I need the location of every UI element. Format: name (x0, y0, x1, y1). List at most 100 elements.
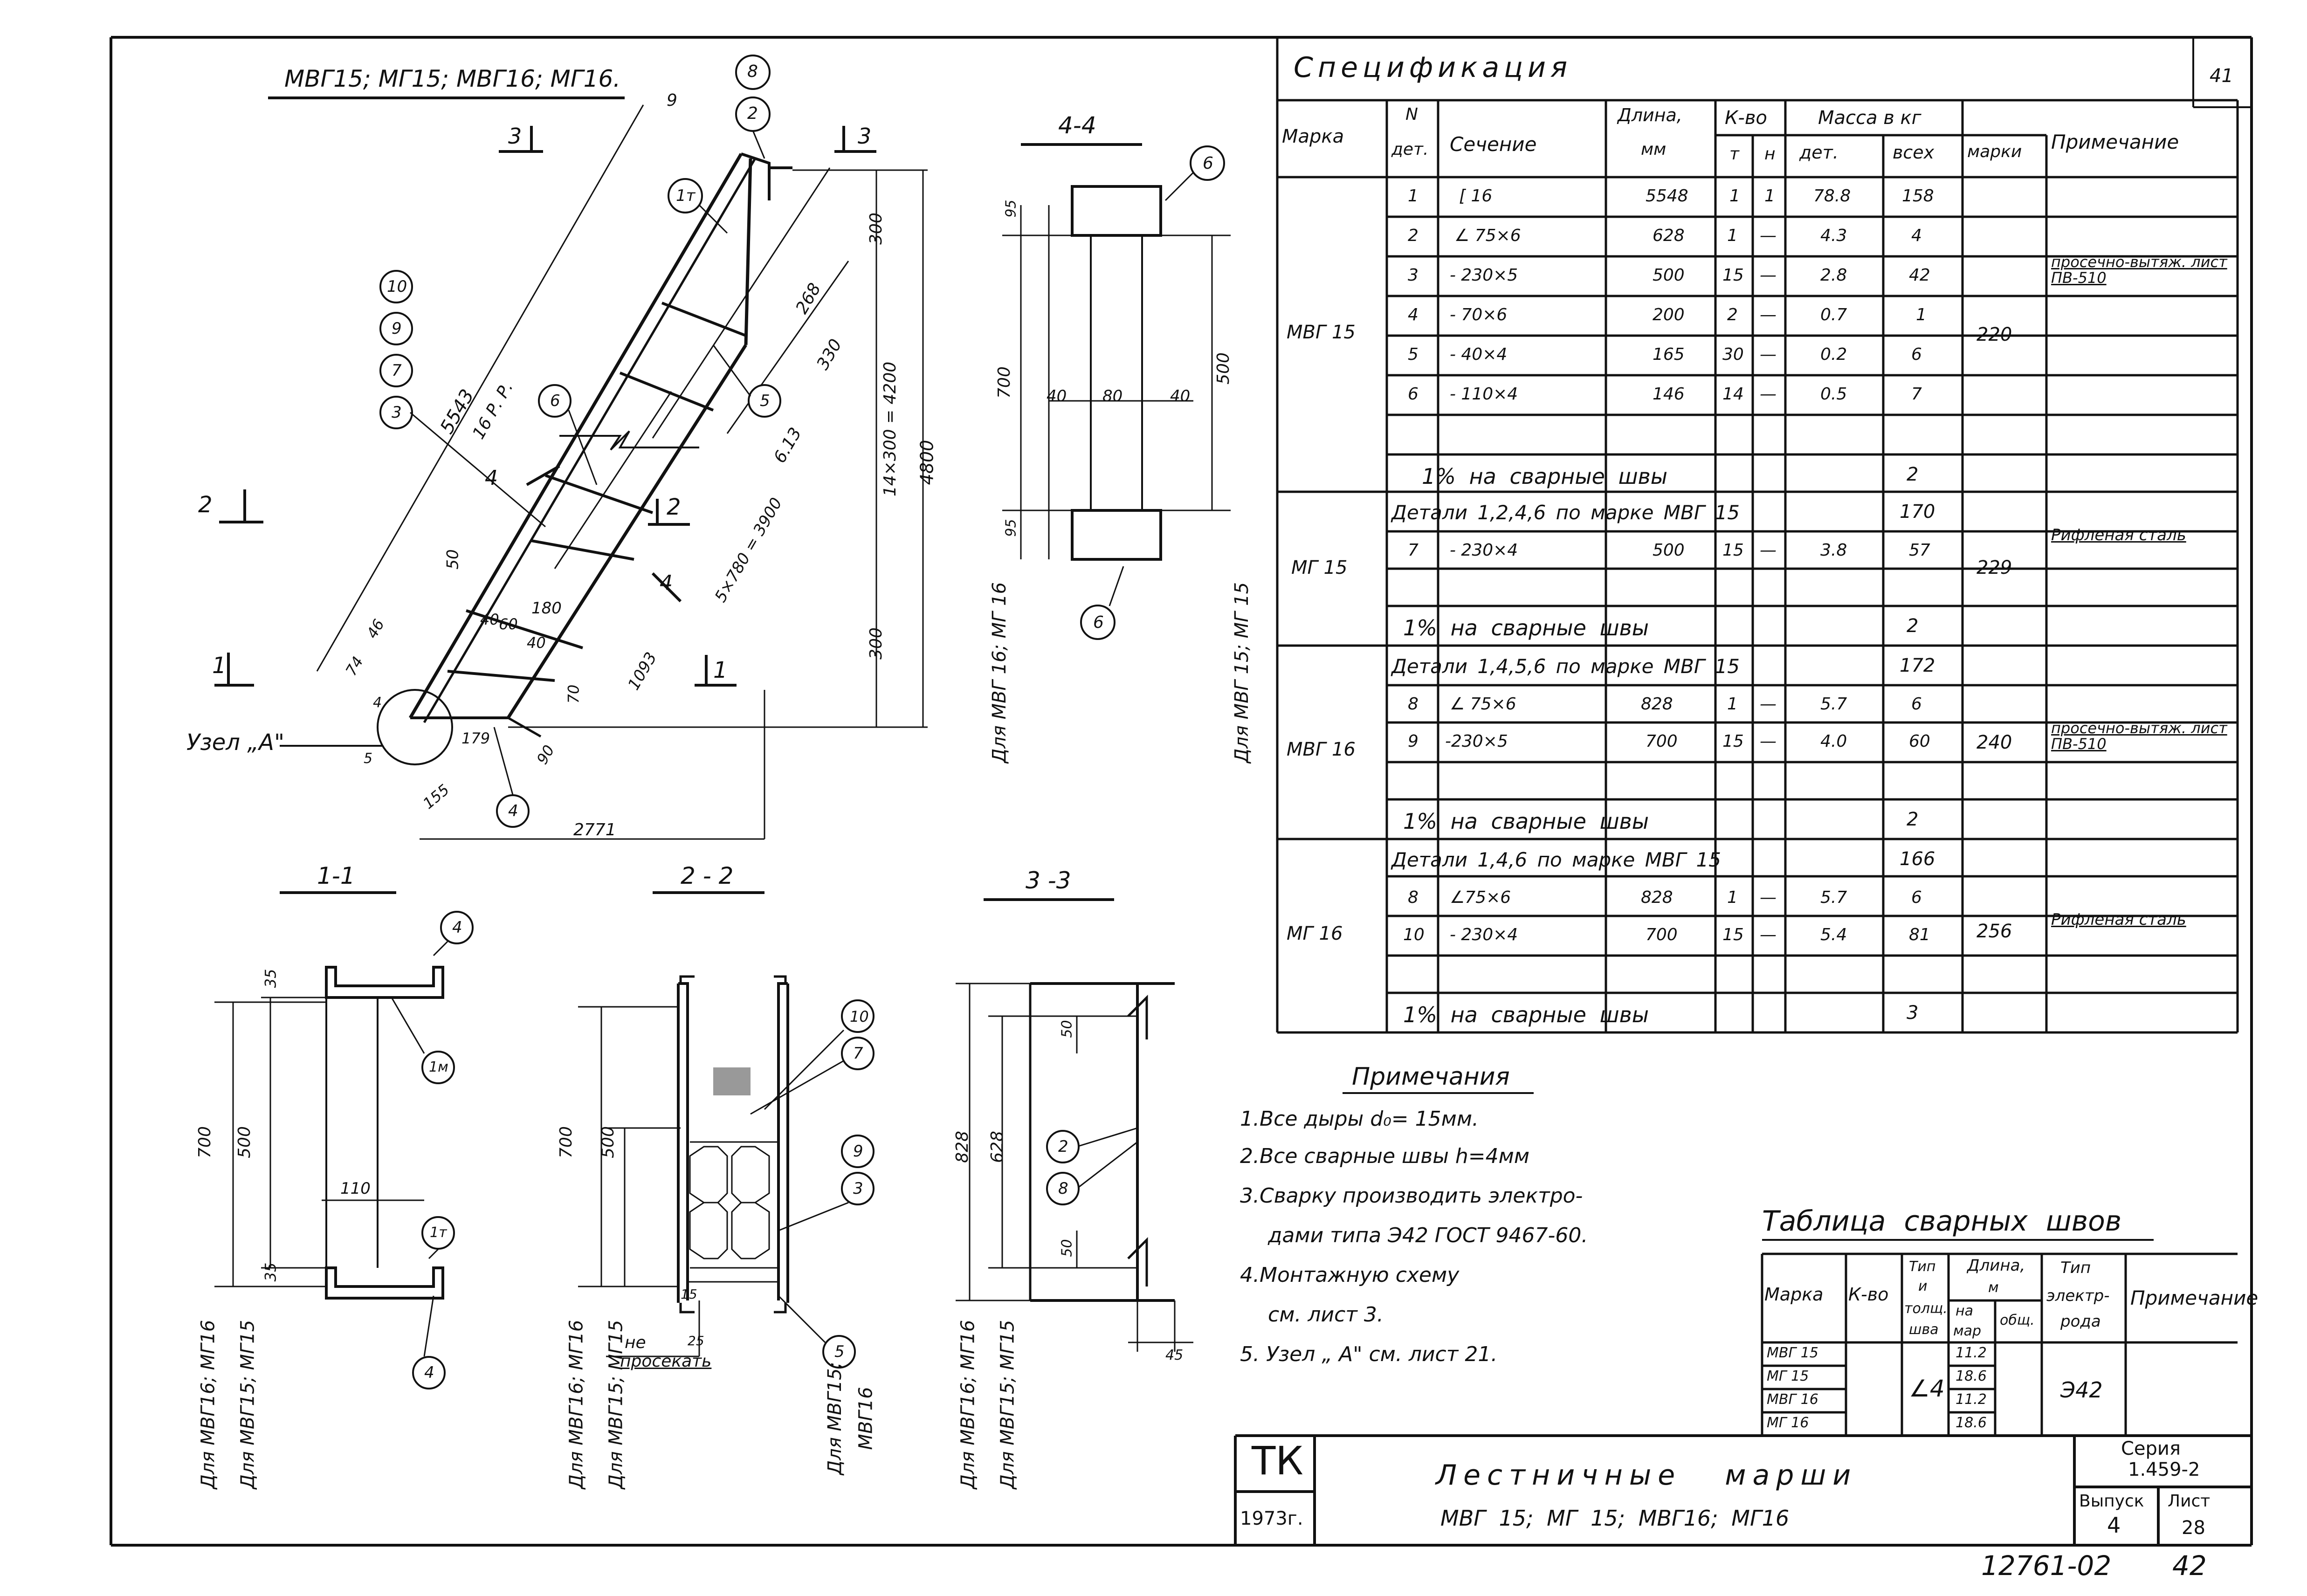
dim-179: 179 (461, 729, 490, 747)
spec-row-4-h: — (1760, 305, 1777, 324)
dim-22-25: 25 (688, 1333, 704, 1348)
dim-44-40-a: 40 (1047, 387, 1067, 406)
callout-4-11-top: 4 (452, 918, 462, 937)
note-22-ne: не (625, 1333, 646, 1352)
side-label-22-a: Для МВГ16; МГ16 (565, 1320, 587, 1489)
dim-44-80: 80 (1102, 387, 1123, 406)
weld-type-symbol: ∠4 (1909, 1375, 1945, 1402)
note-22-prosekat: просекать (620, 1352, 712, 1371)
spec-row-6-h: — (1760, 385, 1777, 404)
spec-weld-mg15-value: 2 (1907, 615, 1919, 637)
side-label-22-c: Для МВГ15; (824, 1362, 846, 1475)
spec-row-7-section: - 230×4 (1450, 541, 1518, 560)
spec-header-n: N (1405, 105, 1418, 124)
callout-2-top: 2 (747, 104, 758, 123)
weld-header-qty: К-во (1848, 1284, 1889, 1305)
dim-44-95-top: 95 (1003, 200, 1019, 218)
weld-row-marka-3: МВГ 16 (1767, 1391, 1818, 1408)
spec-row-8-all: 6 (1911, 695, 1922, 714)
side-label-33-a: Для МВГ16; МГ16 (957, 1320, 979, 1489)
dim-300-top: 300 (866, 213, 886, 245)
top-bracket (741, 152, 792, 200)
dim-33-628: 628 (987, 1131, 1007, 1163)
callout-4-main: 4 (508, 802, 518, 820)
callout-10-22: 10 (850, 1008, 869, 1025)
spec-row-2-all: 4 (1911, 226, 1922, 245)
node-a-circle (377, 689, 453, 765)
spec-row-6-section: - 110×4 (1450, 385, 1518, 404)
spec-row-8-det: 5.7 (1820, 695, 1847, 714)
weld-header-length-per-1: на (1956, 1303, 1973, 1319)
spec-details-mg16-value: 166 (1900, 848, 1935, 870)
note-4: 4.Монтажную схему (1240, 1263, 1460, 1287)
spec-row-5-length: 165 (1653, 345, 1685, 364)
callout-circles-main (379, 55, 781, 828)
spec-row-8-t: 1 (1727, 695, 1738, 714)
spec-marka-mg15: МГ 15 (1291, 557, 1348, 578)
spec-weld-mvg15: 1% на сварные швы (1422, 464, 1668, 489)
spec-row-7-note: Рифленая сталь (2051, 526, 2186, 544)
section-title-1-1: 1-1 (317, 862, 355, 889)
dim-4800: 4800 (916, 440, 937, 485)
spec-row-3-section: - 230×5 (1450, 266, 1518, 285)
dim-70: 70 (565, 684, 583, 704)
spec-row-2-length: 628 (1653, 226, 1685, 245)
section-mark-2-right: 2 (667, 494, 681, 520)
spec-row-5-t: 30 (1722, 345, 1744, 364)
spec-row-1-h: 1 (1764, 186, 1775, 206)
title-block-sheet-label: Лист (2168, 1492, 2211, 1511)
spec-details-mvg16-value: 172 (1900, 655, 1935, 676)
section-mark-4-lower: 4 (660, 571, 673, 595)
spec-row-6-det: 0.5 (1820, 385, 1847, 404)
title-block-year: 1973г. (1240, 1508, 1303, 1529)
weld-header-type-4: шва (1909, 1321, 1939, 1338)
spec-row-9-all: 60 (1909, 732, 1930, 751)
spec-row-10-all: 81 (1909, 925, 1930, 944)
dim-22-700: 700 (556, 1126, 576, 1158)
spec-mass-mg15: 229 (1976, 557, 2012, 578)
spec-weld-mg15: 1% на сварные швы (1403, 615, 1649, 640)
callout-6-44-bottom: 6 (1093, 613, 1104, 632)
main-view-title: МВГ15; МГ15; МВГ16; МГ16. (284, 65, 621, 92)
spec-row-8b-n: 8 (1408, 888, 1419, 907)
title-block-issue-value: 4 (2107, 1513, 2121, 1538)
spec-row-2-n: 2 (1408, 226, 1419, 245)
spec-row-5-n: 5 (1408, 345, 1419, 364)
weld-header-type-1: Тип (1909, 1259, 1936, 1275)
callout-4-11-bottom: 4 (424, 1363, 434, 1382)
right-dimensions (420, 167, 928, 840)
weld-header-length: Длина, (1967, 1256, 2025, 1275)
spec-mass-mvg16: 240 (1976, 732, 2012, 753)
weld-electrode-value: Э42 (2060, 1377, 2103, 1403)
spec-row-9-t: 15 (1722, 732, 1744, 751)
side-label-44-right: Для МВГ 15; МГ 15 (1231, 582, 1253, 764)
dim-40-b: 40 (527, 634, 546, 652)
dim-60: 60 (499, 615, 518, 633)
spec-row-7-t: 15 (1722, 541, 1744, 560)
spec-mass-mvg15: 220 (1976, 324, 2012, 345)
spec-row-5-section: - 40×4 (1450, 345, 1508, 364)
spec-row-10-det: 5.4 (1820, 925, 1847, 944)
dim-180: 180 (531, 599, 562, 618)
dim-5: 5 (364, 750, 373, 767)
weld-row-marka-2: МГ 15 (1767, 1368, 1809, 1384)
side-label-33-b: Для МВГ15; МГ15 (997, 1320, 1019, 1489)
title-block-grid (1234, 1434, 2252, 1545)
weld-header-marka: Марка (1764, 1284, 1824, 1305)
note-4-cont: см. лист 3. (1268, 1303, 1384, 1327)
spec-row-5-det: 0.2 (1820, 345, 1847, 364)
spec-marka-mvg16: МВГ 16 (1287, 739, 1356, 760)
note-5: 5. Узел „ А" см. лист 21. (1240, 1342, 1498, 1366)
weld-row-marka-1: МВГ 15 (1767, 1345, 1818, 1361)
section-1-1-view (214, 891, 474, 1390)
dim-33-50-top: 50 (1059, 1020, 1075, 1038)
dim-22-15: 15 (681, 1286, 697, 1302)
spec-header-qty-t: т (1729, 144, 1739, 164)
sheet-frame (110, 36, 2253, 1547)
spec-row-10-h: — (1760, 925, 1777, 944)
spec-row-4-length: 200 (1653, 305, 1685, 324)
spec-row-2-t: 1 (1727, 226, 1738, 245)
spec-row-8b-t: 1 (1727, 888, 1738, 907)
